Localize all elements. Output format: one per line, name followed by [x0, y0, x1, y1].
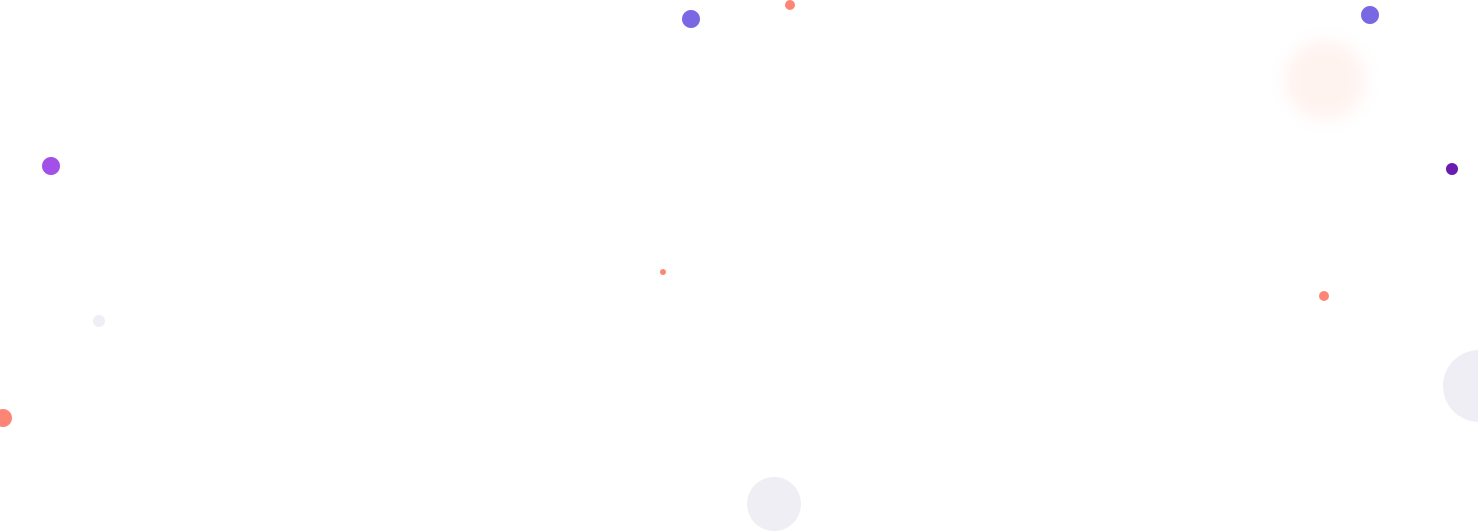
gray-dot: [93, 315, 105, 327]
salmon-dot: [1319, 291, 1329, 301]
purple-dot: [42, 157, 60, 175]
gray-circle: [1443, 350, 1478, 422]
salmon-dot: [785, 0, 795, 10]
salmon-dot: [660, 269, 666, 275]
faint-glow-circle: [1285, 40, 1365, 120]
salmon-dot: [0, 409, 12, 427]
violet-dot: [682, 10, 700, 28]
dark-purple-dot: [1446, 163, 1458, 175]
gray-circle: [747, 477, 801, 531]
violet-dot: [1361, 6, 1379, 24]
